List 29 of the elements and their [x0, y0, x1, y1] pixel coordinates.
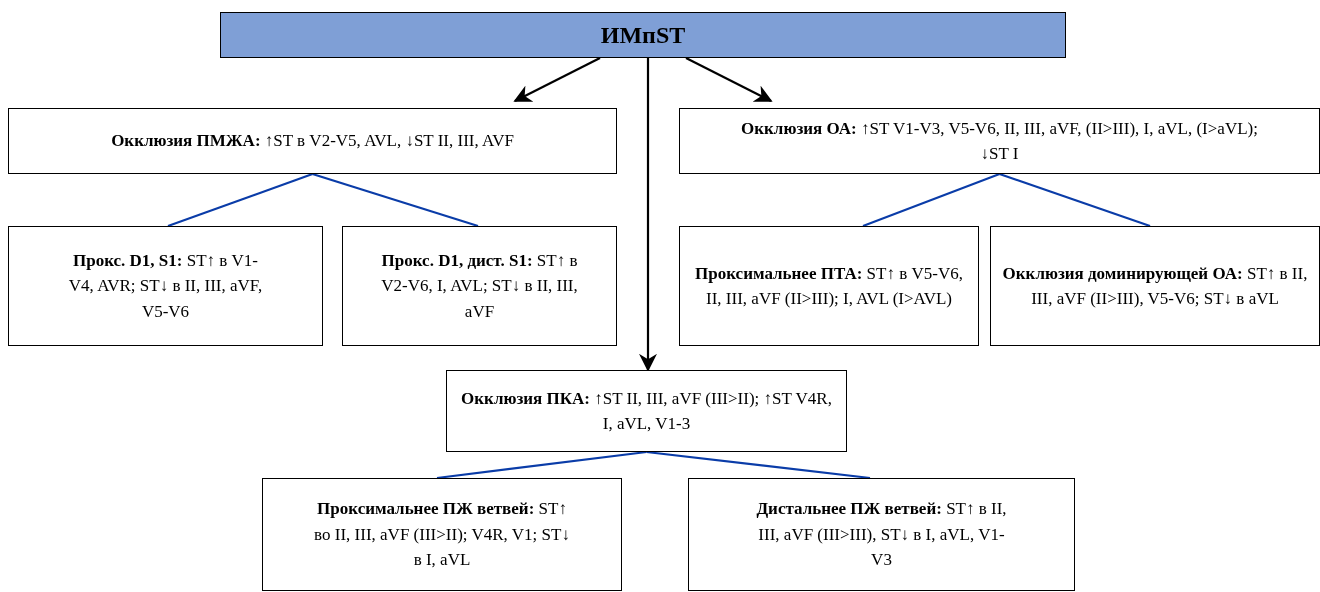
process-box	[342, 226, 617, 346]
box-text: Окклюзия ПКА: ↑ST II, III, aVF (III>II); ↑ST V4R, I, aVL, V1-3	[460, 387, 833, 435]
connector-line	[167, 172, 313, 228]
connector-line	[646, 450, 871, 480]
box-text: Прокс. D1, дист. S1: ST↑ в V2-V6, I, AVL; ST↓ в II, III, aVF	[380, 249, 579, 323]
process-box	[8, 226, 323, 346]
connector-line	[862, 172, 1000, 228]
process-box	[8, 108, 617, 174]
connector-line	[999, 172, 1151, 228]
title-box	[220, 12, 1066, 58]
process-box	[262, 478, 622, 591]
process-box	[688, 478, 1075, 591]
box-text: Дистальнее ПЖ ветвей: ST↑ в II, III, aVF (III>III), ST↓ в I, aVL, V1-V3	[755, 498, 1008, 572]
box-text: Окклюзия ОА: ↑ST V1-V3, V5-V6, II, III, aVF, (II>III), I, aVL, (I>aVL); ↓ST I	[740, 117, 1259, 165]
box-text: Проксимальнее ПЖ ветвей: ST↑ во II, III, aVF (III>II); V4R, V1; ST↓ в I, aVL	[313, 498, 571, 572]
process-box	[679, 226, 979, 346]
box-text: Проксимальнее ПТА: ST↑ в V5-V6, II, III, aVF (II>III); I, AVL (I>AVL)	[694, 262, 964, 310]
arrow	[685, 57, 773, 102]
arrow	[639, 58, 657, 372]
process-box	[990, 226, 1320, 346]
box-text: ИМпST	[600, 21, 686, 50]
box-text: Окклюзия доминирующей ОА: ST↑ в II, III, aVF (II>III), V5-V6; ST↓ в aVL	[1001, 262, 1309, 310]
connector-line	[436, 450, 647, 480]
connector-line	[312, 172, 479, 228]
arrow	[513, 57, 601, 102]
box-text: Окклюзия ПМЖА: ↑ST в V2-V5, AVL, ↓ST II, III, AVF	[111, 130, 514, 153]
process-box	[446, 370, 847, 452]
box-text: Прокс. D1, S1: ST↑ в V1-V4, AVR; ST↓ в II, III, aVF, V5-V6	[67, 249, 264, 323]
process-box	[679, 108, 1320, 174]
